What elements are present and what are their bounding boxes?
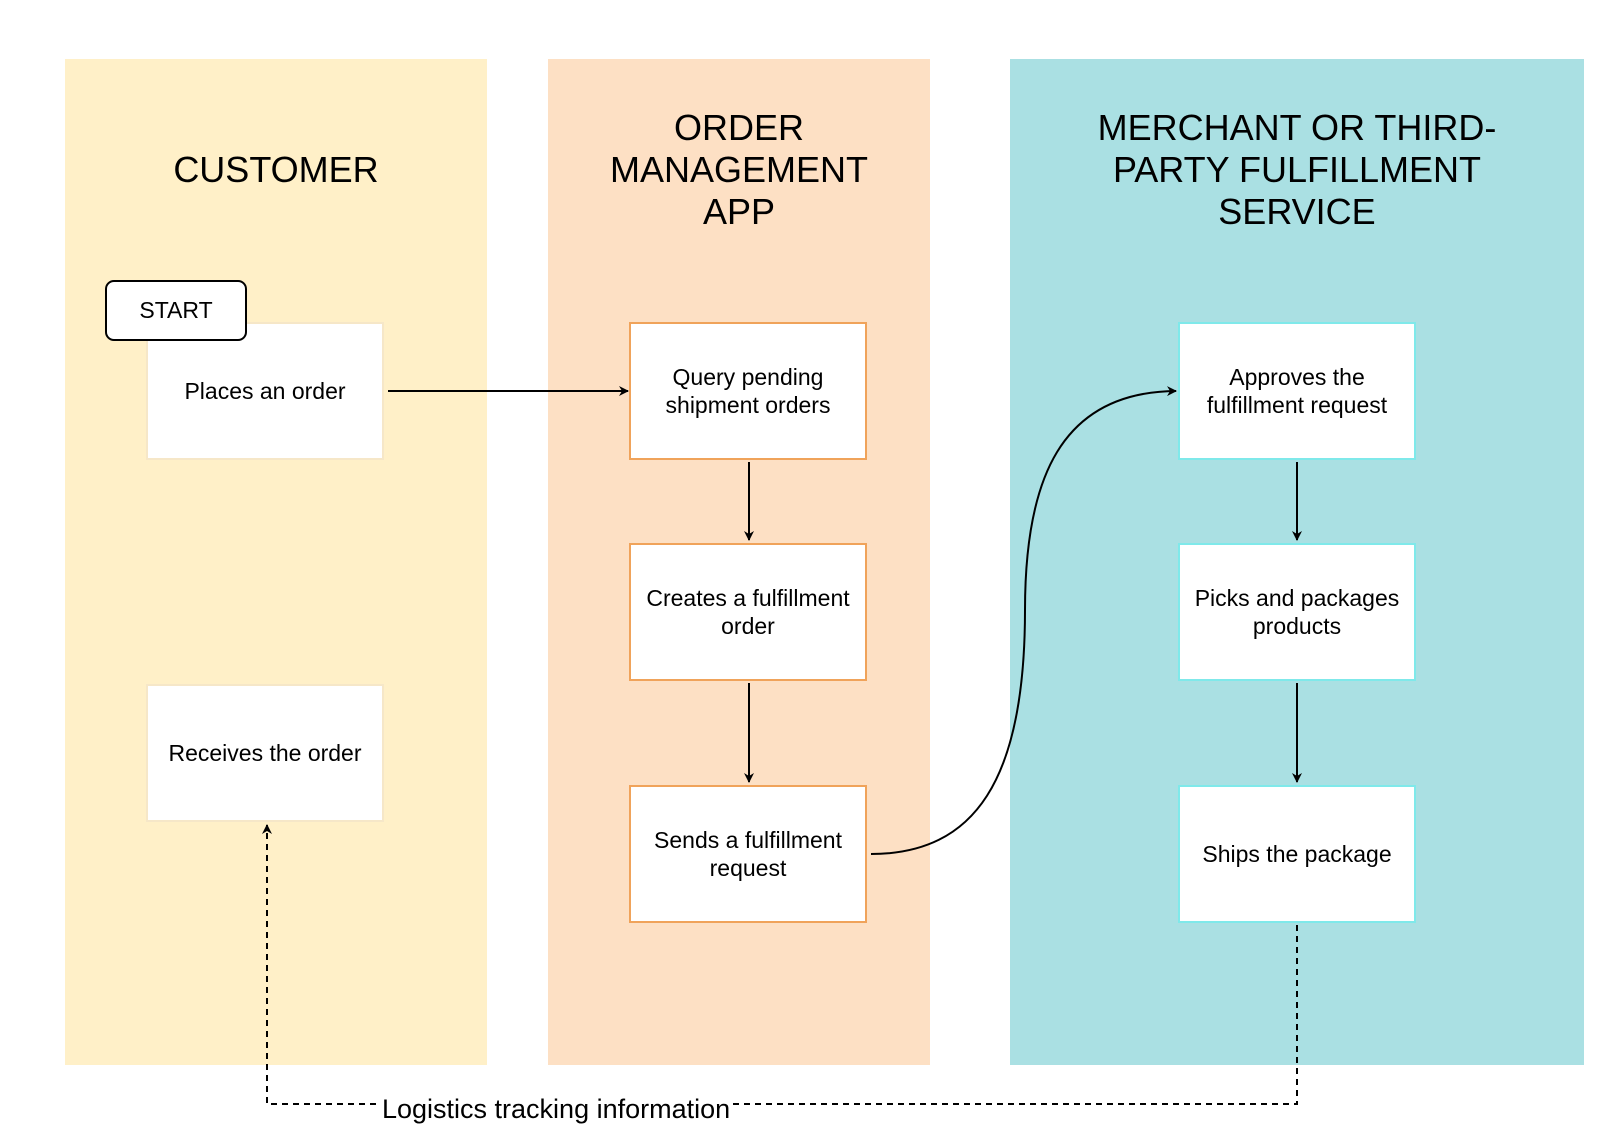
query-pending-node[interactable]: Query pending shipment orders (629, 322, 867, 460)
receives-order-label: Receives the order (168, 740, 362, 766)
customer-lane: CUSTOMER (65, 59, 487, 1065)
approves-request-node[interactable]: Approves the fulfillment request (1178, 322, 1416, 460)
sends-request-label: Sends a fulfillment request (654, 827, 842, 881)
sends-request-node[interactable]: Sends a fulfillment request (629, 785, 867, 923)
creates-fulfillment-node[interactable]: Creates a fulfillment order (629, 543, 867, 681)
start-label-text: START (139, 297, 213, 323)
receives-order-node[interactable]: Receives the order (146, 684, 384, 822)
places-order-label: Places an order (184, 378, 346, 404)
places-order-node[interactable]: Places an order (146, 322, 384, 460)
order-management-lane-title: ORDER MANAGEMENT APP (609, 107, 868, 232)
creates-fulfillment-label: Creates a fulfillment order (646, 585, 850, 639)
ships-package-label: Ships the package (1202, 841, 1392, 867)
picks-packages-node[interactable]: Picks and packages products (1178, 543, 1416, 681)
customer-lane-title: CUSTOMER (173, 149, 379, 190)
start-label: START (105, 280, 247, 341)
tracking-edge-label: Logistics tracking information (380, 1093, 733, 1125)
arrow-tracking-info (262, 824, 1298, 1105)
approves-request-label: Approves the fulfillment request (1206, 364, 1388, 418)
query-pending-label: Query pending shipment orders (665, 364, 831, 418)
ships-package-node[interactable]: Ships the package (1178, 785, 1416, 923)
picks-packages-label: Picks and packages products (1194, 585, 1400, 639)
fulfillment-lane-title: MERCHANT OR THIRD- PARTY FULFILLMENT SER… (1097, 107, 1497, 232)
arrow-sends-to-approves (870, 386, 1177, 855)
